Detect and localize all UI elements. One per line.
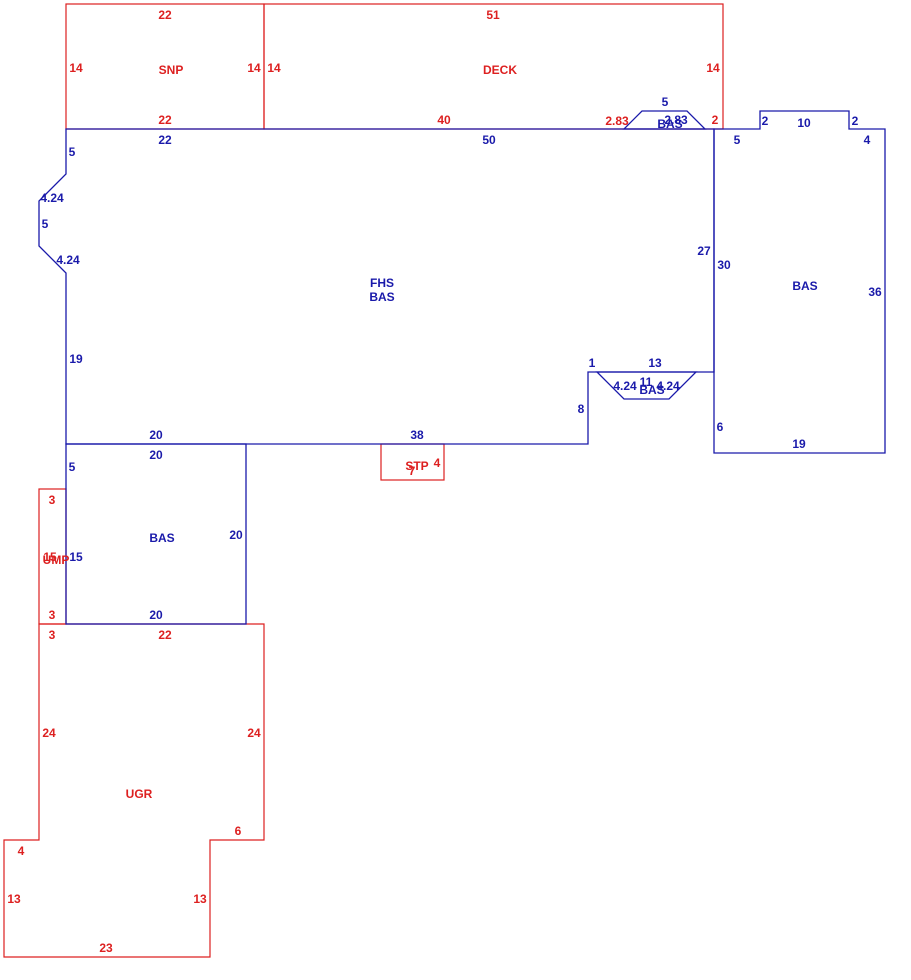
dim-bay-bottom-mid: 11 [640, 375, 653, 389]
dim-main-bevel-lower: 4.24 [56, 253, 80, 267]
dim-right-bump-left: 2 [762, 114, 769, 128]
dim-ump-top: 3 [49, 493, 56, 507]
dim-lower-left: 5 [69, 460, 76, 474]
area-label-stp: STP [405, 459, 428, 473]
non-living-outlines [3, 3, 724, 958]
area-label-bas-main: BAS [369, 290, 394, 304]
bottom-bay-outline [595, 371, 698, 400]
living-dimensions: 22 50 5 4.24 5 4.24 19 27 20 38 8 1 5 2.… [40, 95, 882, 622]
dim-ugr-lower-left: 4 [18, 844, 25, 858]
area-label-snp: SNP [159, 63, 184, 77]
dim-right-top-right: 4 [864, 133, 871, 147]
ugr-outline [3, 623, 265, 958]
dim-main-right: 27 [697, 244, 711, 258]
dim-snp-bottom: 22 [158, 113, 172, 127]
dim-lower-bottom: 20 [149, 608, 163, 622]
dim-main-top-left: 22 [158, 133, 172, 147]
dim-deck-bottom: 40 [437, 113, 451, 127]
dim-bay-top-right: 2.83 [664, 113, 688, 127]
dim-snp-top: 22 [158, 8, 172, 22]
dim-ugr-left: 24 [42, 726, 56, 740]
dim-right-top-left: 5 [734, 133, 741, 147]
area-label-bas-right: BAS [792, 279, 817, 293]
dim-ugr-top: 22 [158, 628, 172, 642]
area-label-bas-bottom-bay: BAS [639, 383, 664, 397]
area-label-ump: UMP [43, 553, 70, 567]
area-label-bas-lower: BAS [149, 531, 174, 545]
dim-right-right: 36 [868, 285, 882, 299]
dim-ump-bottom: 3 [49, 608, 56, 622]
dim-ugr-right: 24 [247, 726, 261, 740]
dim-main-top: 50 [482, 133, 496, 147]
dim-snp-left: 14 [69, 61, 83, 75]
dim-stp-bottom: 7 [409, 464, 416, 478]
non-living-dimensions: 22 14 14 22 51 14 14 40 2 7 4 3 15 3 3 2… [7, 8, 720, 955]
dim-right-bump-top: 10 [797, 116, 811, 130]
dim-main-left-lower: 19 [69, 352, 83, 366]
dim-main-left-upper: 5 [69, 145, 76, 159]
area-label-deck: DECK [483, 63, 517, 77]
dim-bay-top-left: 2.83 [605, 114, 629, 128]
area-label-bas-top-bay: BAS [657, 117, 682, 131]
dim-ugr-top-left: 3 [49, 628, 56, 642]
dim-main-bevel-upper: 4.24 [40, 191, 64, 205]
lower-bas-outline [65, 443, 247, 625]
dim-snp-right: 14 [247, 61, 261, 75]
area-labels: SNP DECK FHS BAS BAS BAS BAS BAS STP UMP… [43, 63, 818, 801]
dim-lower-mid-left: 15 [69, 550, 83, 564]
dim-bay-top-width: 5 [662, 95, 669, 109]
area-label-fhs: FHS [370, 276, 394, 290]
dim-main-bottom-left: 20 [149, 428, 163, 442]
dim-bay-bottom-left: 4.24 [613, 379, 637, 393]
dim-ump-left: 15 [43, 550, 57, 564]
dim-ugr-lower-left-side: 13 [7, 892, 21, 906]
area-label-ugr: UGR [126, 787, 153, 801]
dim-main-notch-top: 1 [589, 356, 596, 370]
dim-deck-right: 14 [706, 61, 720, 75]
top-bay-outline [622, 110, 707, 130]
dim-deck-top: 51 [486, 8, 500, 22]
right-bas-outline [713, 110, 886, 454]
dim-deck-left: 14 [267, 61, 281, 75]
dim-right-bump-right: 2 [852, 114, 859, 128]
dim-main-bevel-side: 5 [42, 217, 49, 231]
living-outlines [38, 110, 886, 625]
dim-main-notch: 8 [578, 402, 585, 416]
dim-deck-small: 2 [712, 113, 719, 127]
dim-lower-right: 20 [229, 528, 243, 542]
dim-ugr-bottom: 23 [99, 941, 113, 955]
dim-right-left: 30 [717, 258, 731, 272]
dim-lower-top: 20 [149, 448, 163, 462]
dim-stp-right: 4 [434, 456, 441, 470]
dim-ugr-step: 6 [235, 824, 242, 838]
dim-bay-bottom-width: 13 [648, 356, 662, 370]
dim-bay-bottom-right: 4.24 [656, 379, 680, 393]
dim-main-bottom: 38 [410, 428, 424, 442]
dim-right-lower-left: 6 [717, 420, 724, 434]
dim-right-bottom: 19 [792, 437, 806, 451]
dim-ugr-lower-right-side: 13 [193, 892, 207, 906]
